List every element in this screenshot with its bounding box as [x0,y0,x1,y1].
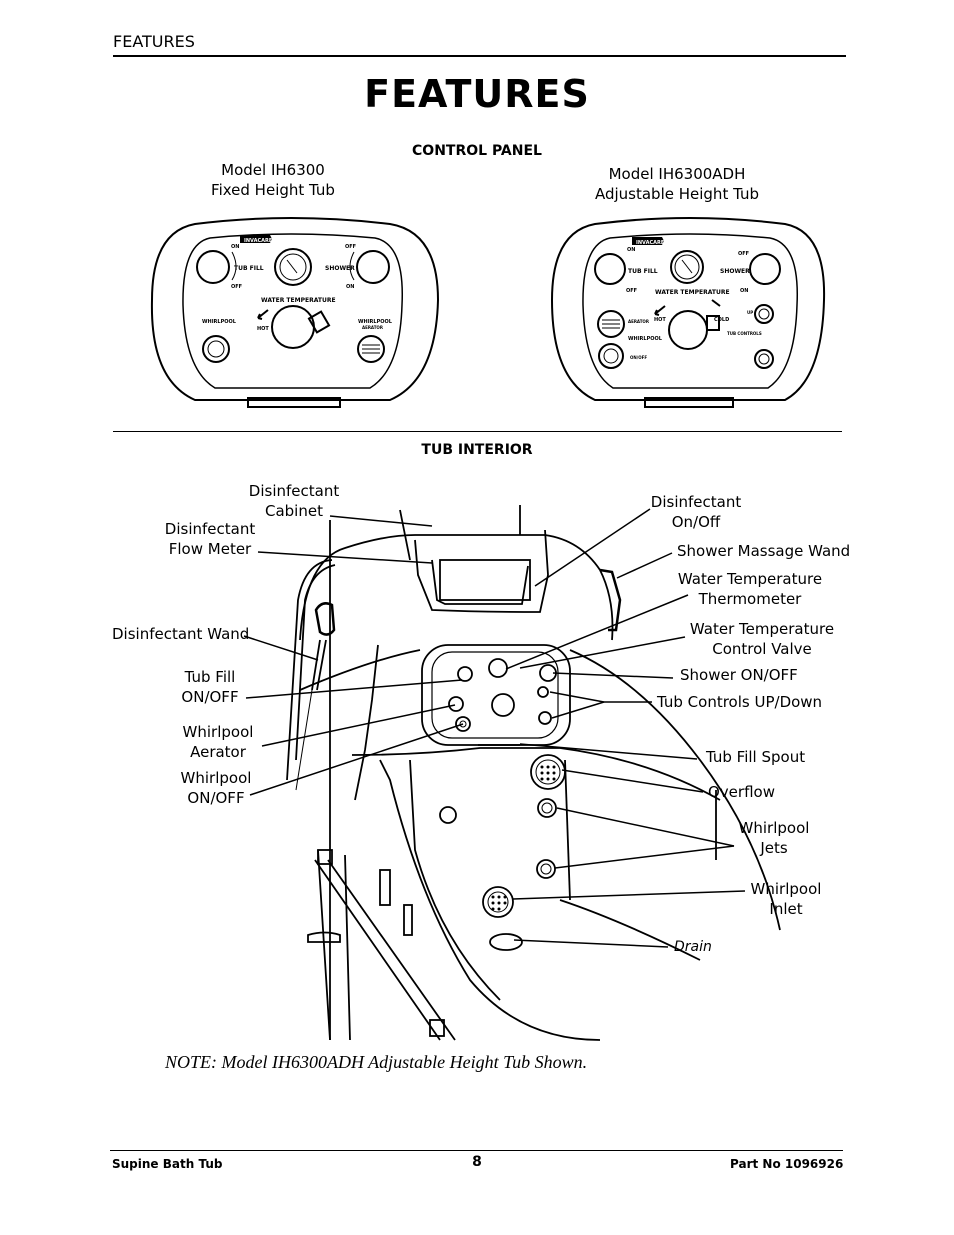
svg-text:WATER TEMPERATURE: WATER TEMPERATURE [261,297,336,304]
right-model-caption: Model IH6300ADH Adjustable Height Tub [594,165,760,203]
label-whirlpool-inlet: Whirlpool Inlet [750,880,822,918]
label-disinfectant-on-off: Disinfectant On/Off [650,493,742,531]
label-whirlpool-on-off: Whirlpool ON/OFF [180,769,252,807]
svg-text:SHOWER: SHOWER [325,265,355,272]
footer-rule [110,1150,843,1151]
page-number: 8 [472,1154,482,1170]
svg-text:UP: UP [747,310,753,315]
label-water-temperature-thermometer: Water Temperature Thermometer [677,570,823,608]
page-title: FEATURES [364,72,590,116]
tub-interior-heading: TUB INTERIOR [421,442,533,458]
svg-text:AERATOR: AERATOR [362,325,383,330]
brand-logo [240,235,272,243]
label-water-temperature-control-valve: Water Temperature Control Valve [689,620,835,658]
label-tub-controls-up-down: Tub Controls UP/Down [657,693,823,711]
svg-text:OFF: OFF [626,288,637,294]
footer-right: Part No 1096926 [730,1157,844,1171]
svg-text:AERATOR: AERATOR [628,319,649,324]
label-tub-fill-spout: Tub Fill Spout [706,748,806,766]
label-tub-fill-on-off: Tub Fill ON/OFF [181,668,239,706]
running-header: FEATURES [113,32,195,51]
fitting-dots [491,765,556,911]
tub-interior-diagram [243,505,781,1041]
svg-text:OFF: OFF [738,251,749,257]
model-note: NOTE: Model IH6300ADH Adjustable Height … [165,1052,588,1072]
svg-text:HOT: HOT [654,317,666,323]
label-drain: Drain [674,939,712,955]
section-divider [113,431,842,432]
adjustable-height-control-panel [550,217,826,408]
svg-text:TUB FILL: TUB FILL [628,268,658,275]
label-shower-massage-wand: Shower Massage Wand [677,542,851,560]
brand-logo [632,237,664,245]
svg-text:WHIRLPOOL: WHIRLPOOL [202,319,237,325]
svg-text:OFF: OFF [231,284,242,290]
header-rule [113,55,846,57]
panel-brand: INVACARE [636,240,665,246]
control-panel-diagrams: INVACARE ON TUB FILL OFF OFF SHOWER ON W… [150,217,826,408]
panel-brand: INVACARE [244,238,273,244]
adjustable-panel-labels: INVACARE ON TUB FILL OFF OFF SHOWER ON W… [626,237,762,360]
footer-left: Supine Bath Tub [112,1157,223,1171]
svg-text:SHOWER: SHOWER [720,268,750,275]
label-overflow: Overflow [708,783,775,801]
label-whirlpool-aerator: Whirlpool Aerator [182,723,254,761]
svg-text:WHIRLPOOL: WHIRLPOOL [628,336,663,342]
svg-text:TUB CONTROLS: TUB CONTROLS [727,331,762,336]
svg-text:OFF: OFF [345,244,356,250]
leader-lines [243,508,746,948]
label-shower-on-off: Shower ON/OFF [680,666,798,684]
label-whirlpool-jets: Whirlpool Jets [738,819,810,857]
svg-text:WATER TEMPERATURE: WATER TEMPERATURE [655,289,730,296]
svg-text:TUB FILL: TUB FILL [234,265,264,272]
svg-text:ON: ON [231,244,239,250]
fixed-panel-labels: INVACARE ON TUB FILL OFF OFF SHOWER ON W… [202,235,393,332]
control-panel-heading: CONTROL PANEL [412,143,542,159]
svg-text:WHIRLPOOL: WHIRLPOOL [358,319,393,325]
left-model-caption: Model IH6300 Fixed Height Tub [211,161,335,199]
svg-text:HOT: HOT [257,326,269,332]
fixed-height-control-panel [150,217,440,408]
label-disinfectant-wand: Disinfectant Wand [112,625,250,643]
svg-text:ON: ON [346,284,354,290]
svg-text:COLD: COLD [714,317,729,323]
label-disinfectant-cabinet: Disinfectant Cabinet [248,482,340,520]
label-disinfectant-flow-meter: Disinfectant Flow Meter [164,520,256,558]
tub-outline [286,505,781,1041]
svg-text:ON: ON [740,288,748,294]
svg-text:ON: ON [627,247,635,253]
svg-text:ON/OFF: ON/OFF [630,355,647,360]
